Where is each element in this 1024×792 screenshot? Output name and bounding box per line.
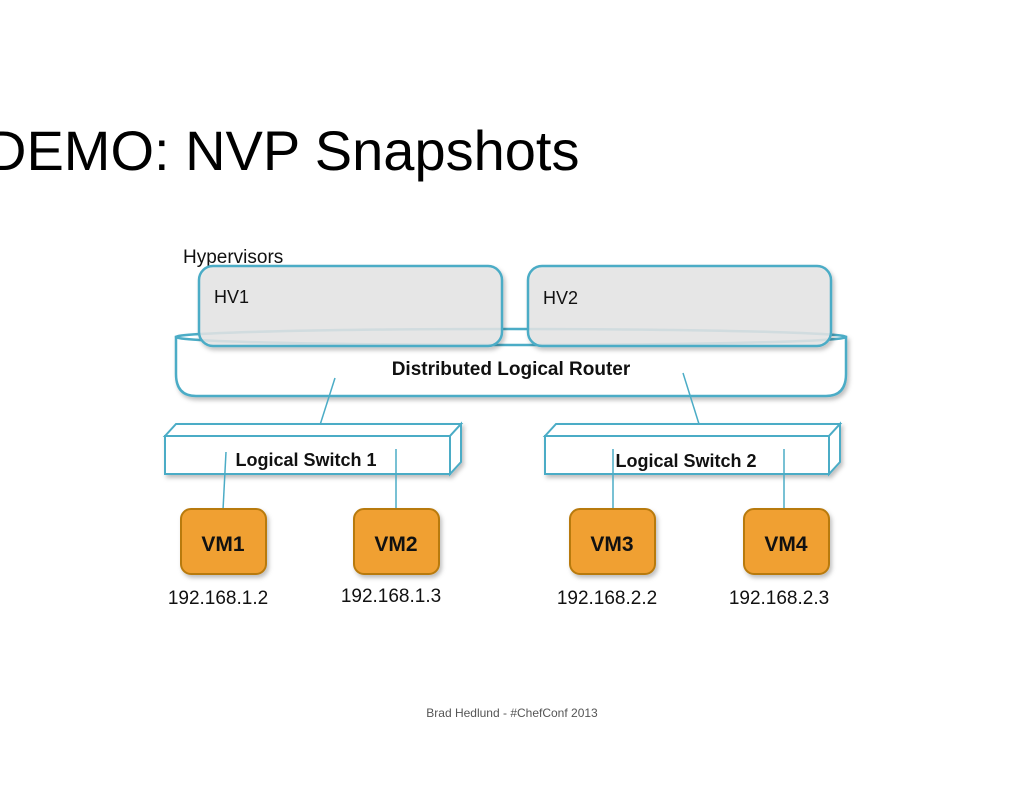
hypervisor-hv2-label: HV2 <box>543 288 578 308</box>
vm3-ip: 192.168.2.2 <box>557 588 657 609</box>
vm1-box <box>180 508 267 575</box>
switch2-front-face <box>544 435 830 475</box>
hypervisor-hv1-box <box>197 264 504 348</box>
slide-title: DEMO: NVP Snapshots <box>0 119 580 182</box>
hypervisor-hv1-label: HV1 <box>214 287 249 307</box>
router-label: Distributed Logical Router <box>392 359 631 380</box>
logical-switch-1 <box>162 421 464 477</box>
switch1-to-vm1-link <box>222 451 227 511</box>
switch1-top-face <box>162 423 464 437</box>
vm4-label: VM4 <box>764 533 808 556</box>
hypervisor-hv2-box <box>526 264 833 348</box>
logical-switch-2 <box>542 421 843 477</box>
vm2-ip: 192.168.1.3 <box>341 586 441 607</box>
vm1-label: VM1 <box>201 533 245 556</box>
router-to-switch1-link <box>319 377 336 426</box>
footer-credit: Brad Hedlund - #ChefConf 2013 <box>426 706 598 720</box>
vm4-box <box>743 508 830 575</box>
vm1-ip: 192.168.1.2 <box>168 588 268 609</box>
vm2-label: VM2 <box>374 533 417 556</box>
vm3-label: VM3 <box>590 533 633 556</box>
hypervisors-group-label: Hypervisors <box>183 247 283 268</box>
router-disc-body <box>174 335 848 398</box>
router-to-switch2-link <box>682 372 700 425</box>
switch1-label: Logical Switch 1 <box>235 450 376 470</box>
vm2-box <box>353 508 440 575</box>
switch2-top-face <box>542 423 843 437</box>
switch1-front-face <box>164 435 451 475</box>
vm3-box <box>569 508 656 575</box>
vm4-ip: 192.168.2.3 <box>729 588 829 609</box>
switch2-label: Logical Switch 2 <box>615 451 756 471</box>
